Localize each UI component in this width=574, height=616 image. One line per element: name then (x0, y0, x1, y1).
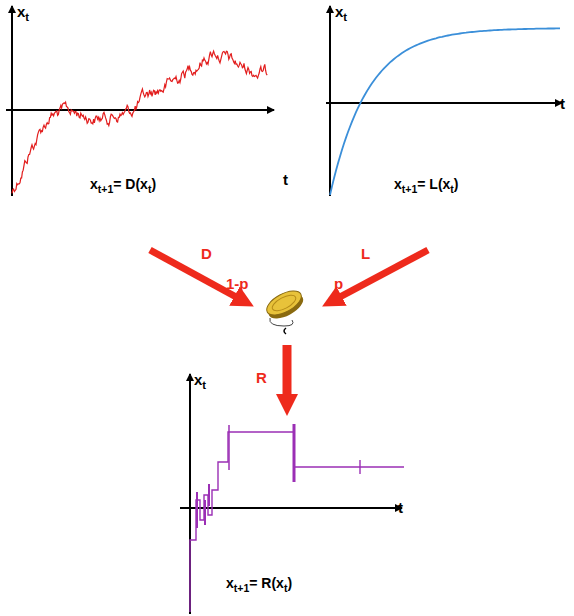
subscript: t (202, 379, 206, 391)
label-text: 1-p (226, 275, 249, 292)
label-text: t (398, 499, 403, 516)
step-curve (190, 424, 404, 612)
label-text: x (194, 371, 202, 388)
label-text: t (560, 95, 565, 112)
label-text: L (361, 245, 370, 262)
probability-label: 1-p (226, 276, 249, 291)
subscript: t+1 (234, 582, 249, 594)
label-text: p (334, 275, 343, 292)
y-axis (11, 6, 13, 196)
spin-mark (284, 328, 286, 334)
axis-label: xt (335, 4, 347, 23)
y-axis (329, 6, 331, 196)
label-text: ) (287, 575, 292, 591)
subscript: t (343, 11, 347, 23)
saturation-curve (330, 28, 560, 195)
map-formula: xt+1= D(xt) (90, 177, 156, 194)
subscript: t+1 (402, 183, 417, 195)
label-text: R (256, 369, 267, 386)
arrow-label: L (361, 246, 370, 261)
axis-label: xt (17, 4, 29, 23)
label-text: x (226, 575, 234, 591)
label-text: x (335, 3, 343, 20)
map-formula: xt+1= R(xt) (226, 576, 292, 593)
random-walk-curve (12, 51, 267, 193)
label-text: ) (454, 176, 459, 192)
label-text: D (201, 245, 212, 262)
label-text: ) (151, 176, 156, 192)
label-text: x (90, 176, 98, 192)
label-text: x (17, 3, 25, 20)
coin (263, 286, 307, 323)
subscript: t (284, 582, 288, 594)
axis-label: xt (194, 372, 206, 391)
l-arrow (338, 250, 428, 298)
arrow-label: R (256, 370, 267, 385)
d-arrow (150, 250, 238, 298)
r-arrow (283, 345, 292, 398)
map-formula: xt+1= L(xt) (394, 177, 459, 194)
subscript: t (25, 11, 29, 23)
time-label: t (283, 172, 288, 187)
label-text: = L(x (417, 176, 450, 192)
x-axis (6, 109, 274, 111)
label-text: t (283, 171, 288, 188)
spin-mark (270, 318, 293, 326)
probability-label: p (334, 276, 343, 291)
subscript: t+1 (98, 183, 113, 195)
arrow-label: D (201, 246, 212, 261)
label-text: x (394, 176, 402, 192)
subscript: t (450, 183, 454, 195)
x-axis (180, 507, 402, 509)
label-text: = R(x (249, 575, 284, 591)
subscript: t (148, 183, 152, 195)
axis-label: t (398, 500, 403, 515)
axis-label: t (560, 96, 565, 111)
label-text: = D(x (113, 176, 148, 192)
